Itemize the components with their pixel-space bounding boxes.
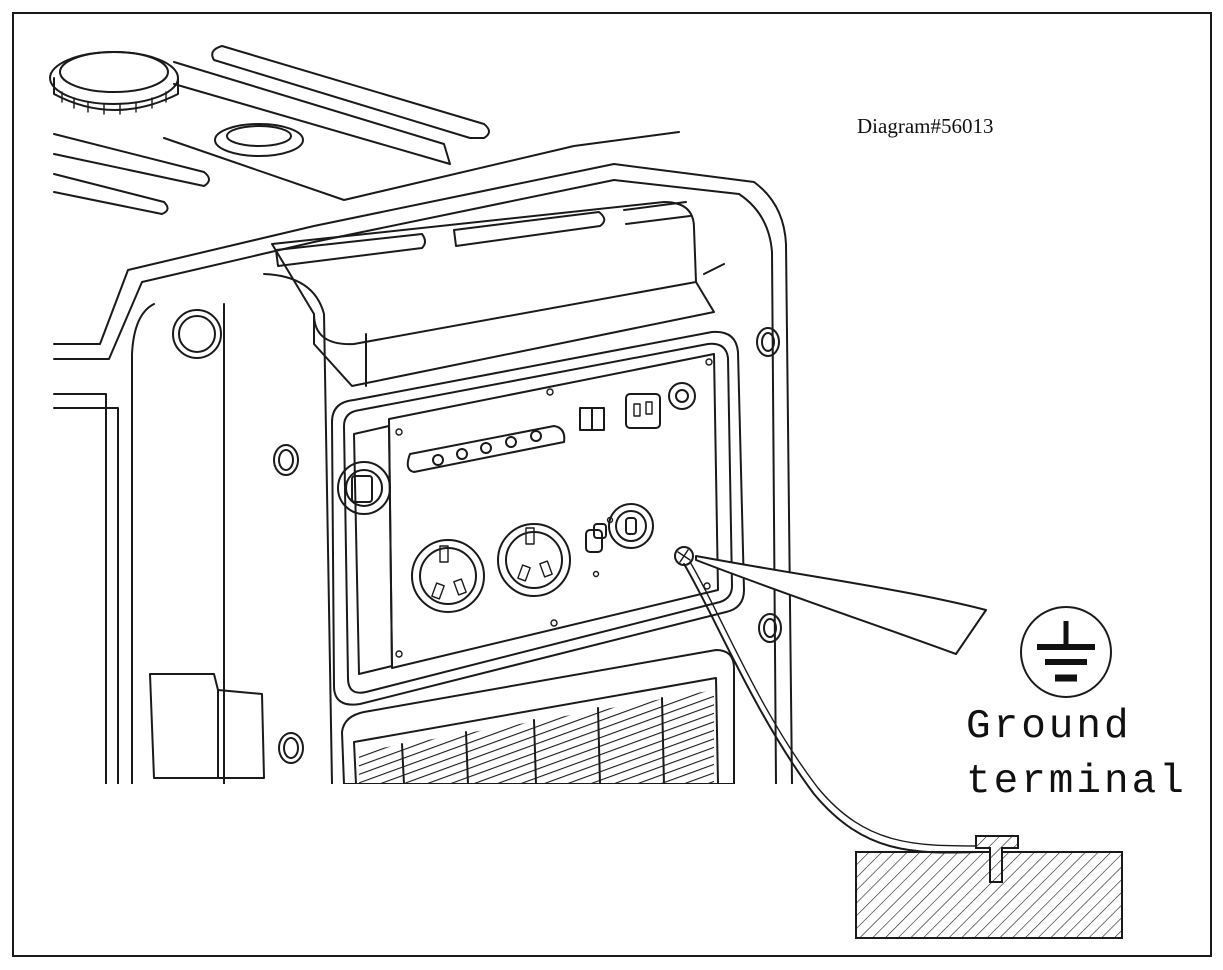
mounting-bosses bbox=[149, 327, 782, 779]
generator-illustration bbox=[14, 45, 1123, 955]
grounding-block bbox=[855, 835, 1123, 939]
callout-pointer bbox=[695, 555, 987, 655]
ground-terminal-label-line1: Ground bbox=[966, 704, 1132, 750]
diagram-frame: Diagram#56013 Ground terminal bbox=[12, 12, 1212, 957]
control-panel bbox=[331, 330, 745, 706]
ground-wire bbox=[683, 563, 979, 854]
ground-wire-inner bbox=[689, 561, 981, 847]
vent-grille bbox=[14, 649, 814, 955]
ground-terminal-label-line2: terminal bbox=[966, 759, 1187, 805]
earth-ground-icon bbox=[1020, 606, 1112, 698]
carry-handle bbox=[271, 201, 725, 387]
generator-top bbox=[49, 45, 680, 215]
diagram-id: Diagram#56013 bbox=[857, 114, 994, 138]
ground-screw bbox=[674, 546, 694, 566]
generator-body bbox=[53, 163, 793, 785]
